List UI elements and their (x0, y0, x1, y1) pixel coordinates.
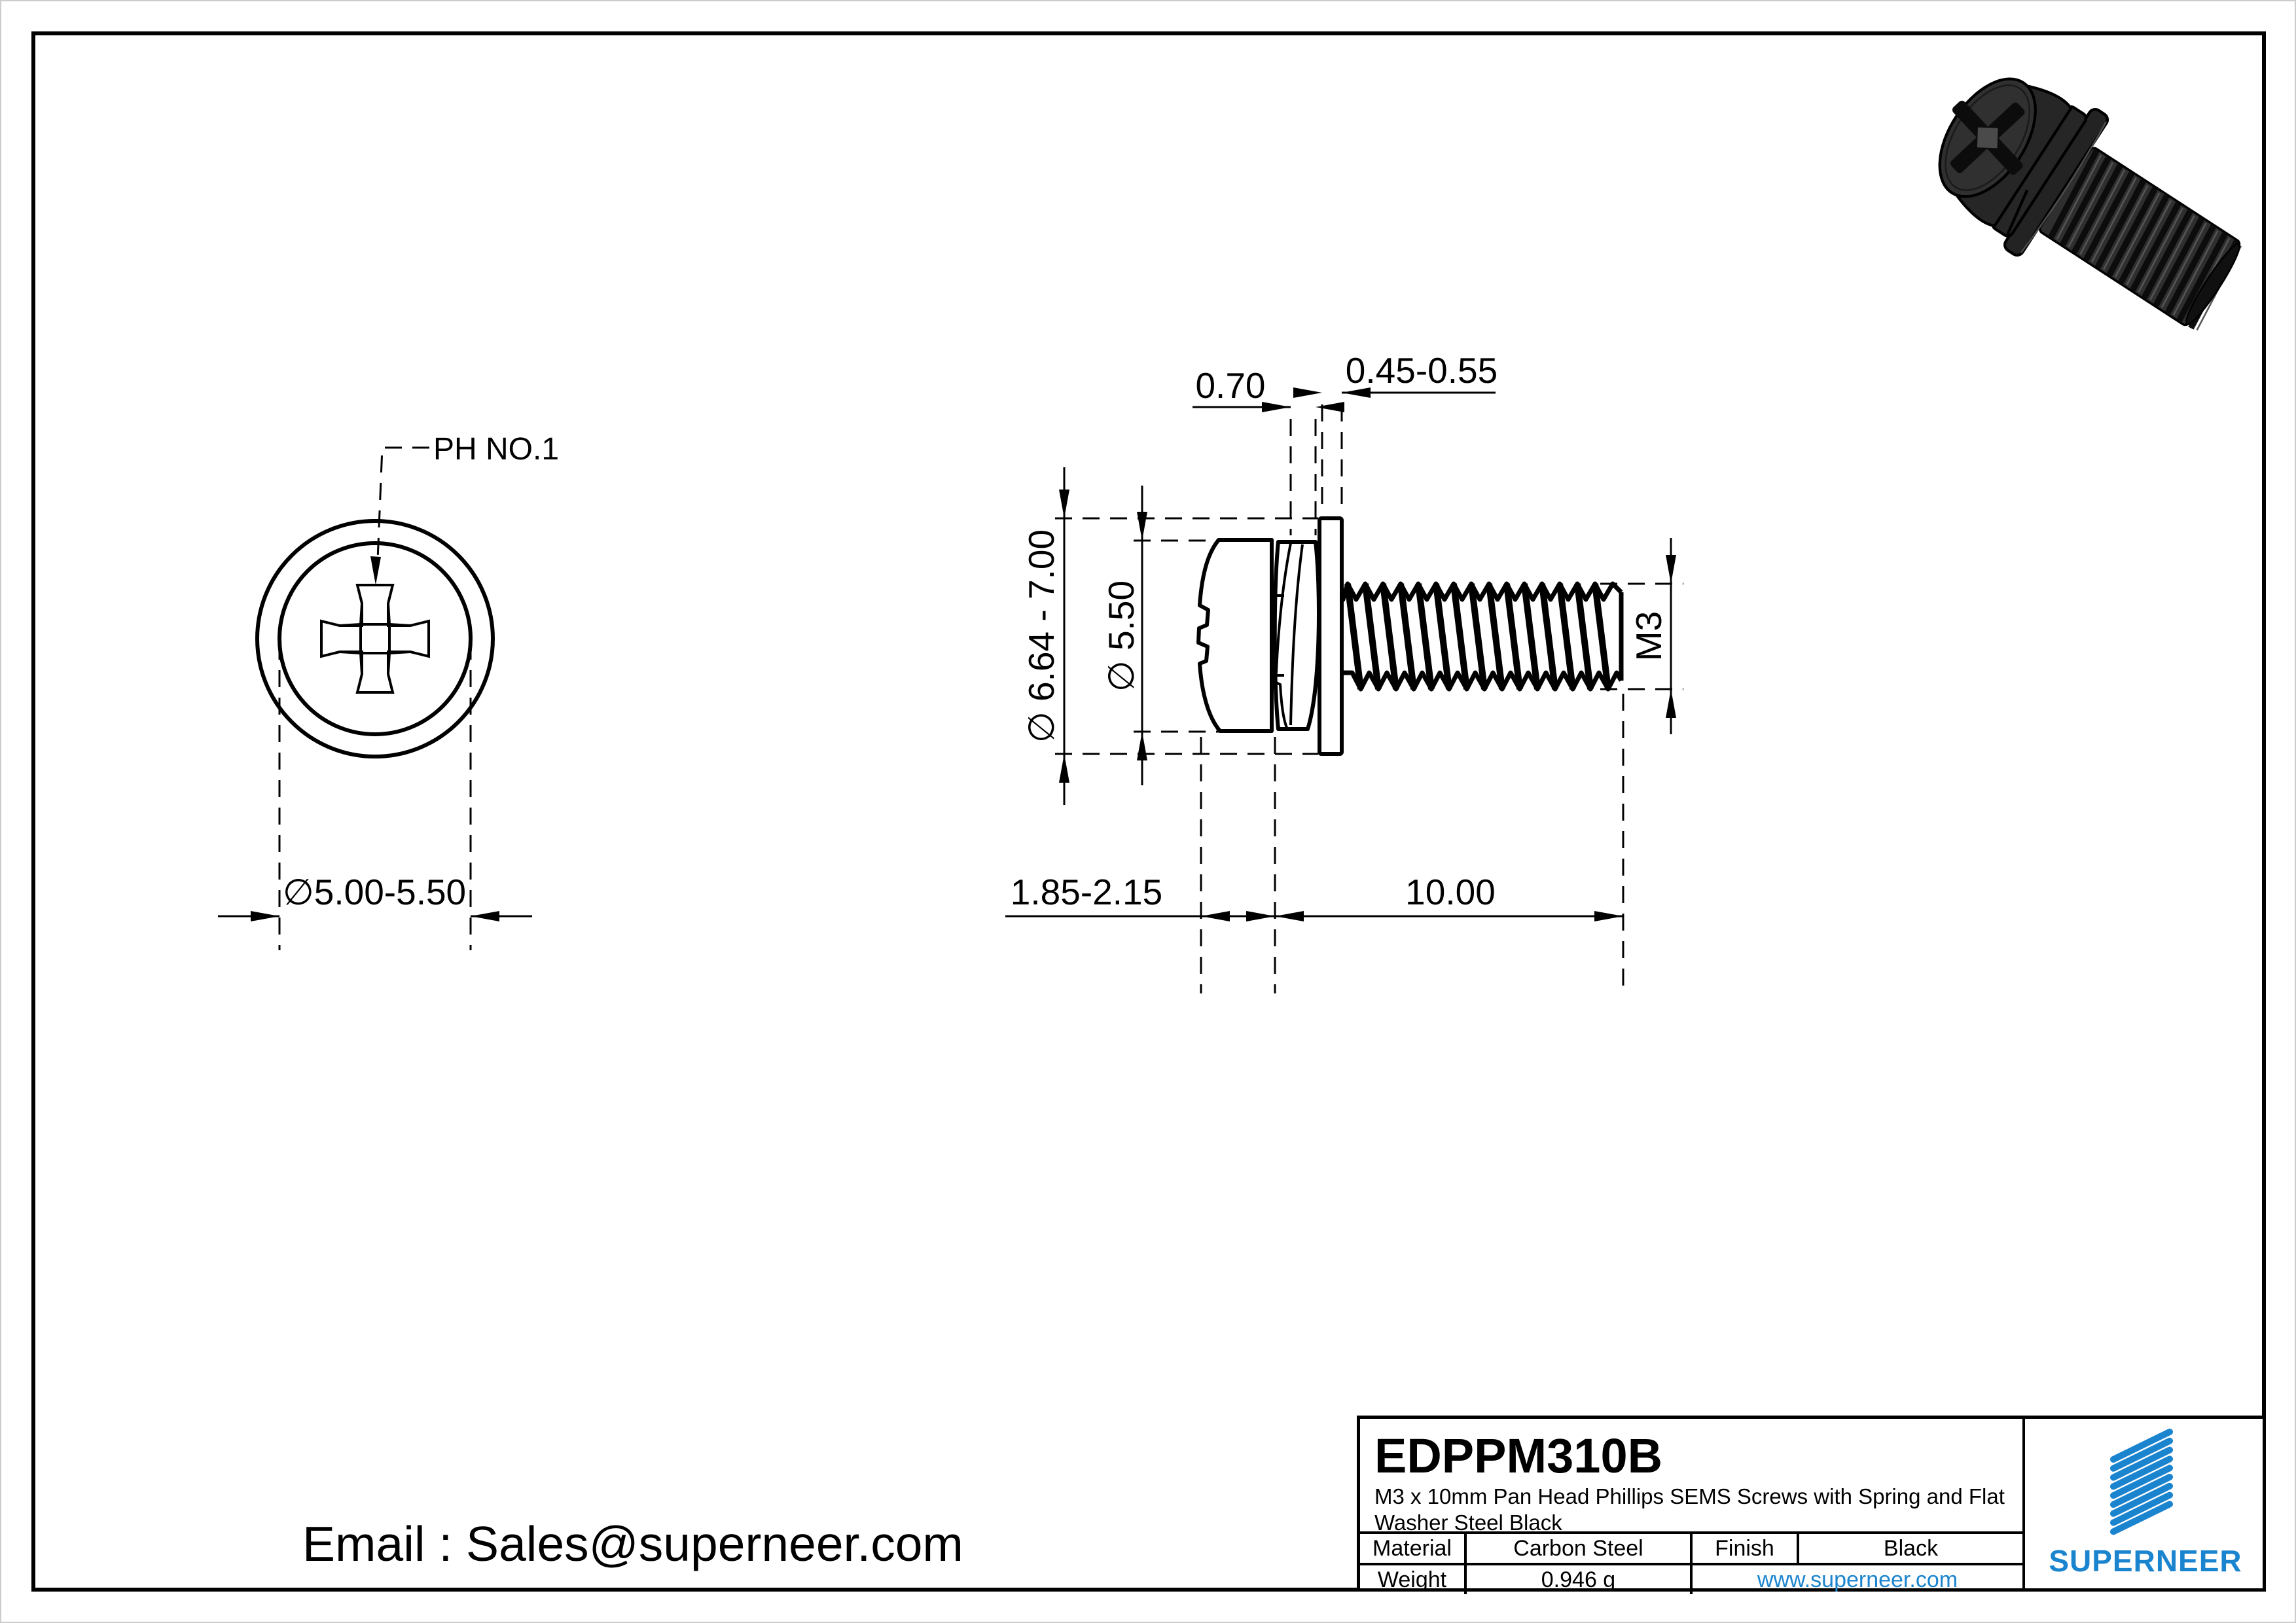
screw-3d-render (1938, 77, 2242, 330)
brand-logo-icon (2110, 1429, 2173, 1535)
part-number: EDPPM310B (1374, 1429, 1663, 1483)
spring-width-dim: 0.70 (1195, 365, 1265, 406)
weight-value: 0.946 g (1464, 1565, 1690, 1594)
weight-label: Weight (1377, 1567, 1447, 1592)
phillips-chamfer-lines (339, 603, 411, 675)
head-diameter-dim: ∅ 5.50 (1101, 580, 1141, 692)
side-view: ∅ 6.64 - 7.00 ∅ 5.50 M3 0.70 0.45-0.55 (1005, 350, 1683, 993)
spring-washer-split (1270, 543, 1292, 728)
finish-label: Finish (1690, 1534, 1797, 1563)
drawing-border-frame (31, 31, 2266, 1592)
spec-row-material: Material Carbon Steel Finish Black (1360, 1534, 2022, 1563)
render-spring-split (2005, 189, 2029, 236)
website-link[interactable]: www.superneer.com (1690, 1565, 2022, 1594)
part-description-line1: M3 x 10mm Pan Head Phillips SEMS Screws … (1374, 1484, 2005, 1508)
material-label: Material (1372, 1535, 1452, 1561)
spring-washer-inner-curve (1289, 544, 1304, 726)
contact-email: Email : Sales@superneer.com (302, 1516, 963, 1571)
thread-length-dim: 10.00 (1405, 872, 1496, 912)
pan-head-profile (1196, 538, 1274, 733)
brand-name: SUPERNEER (2049, 1544, 2242, 1578)
finish-value: Black (1797, 1534, 2022, 1563)
front-view: PH NO.1 ∅5.00-5.50 (218, 432, 559, 950)
ph-number-label: PH NO.1 (433, 432, 559, 467)
part-description-line2: Washer Steel Black (1374, 1510, 1562, 1535)
threaded-shank (1340, 581, 1624, 692)
phillips-cross-outline (320, 584, 430, 694)
render-phillips-cross (1950, 100, 2025, 175)
thread-spec-dim: M3 (1628, 611, 1669, 661)
ph-leader-line (376, 446, 429, 561)
front-diameter-dim: ∅5.00-5.50 (283, 872, 466, 912)
washer-outer-circle (255, 519, 495, 758)
washer-od-dim: ∅ 6.64 - 7.00 (1021, 529, 1062, 743)
head-circle (278, 541, 473, 736)
spec-table: Material Carbon Steel Finish Black Weigh… (1360, 1531, 2022, 1594)
title-block: EDPPM310B M3 x 10mm Pan Head Phillips SE… (1357, 1416, 2266, 1594)
material-value: Carbon Steel (1464, 1534, 1690, 1563)
flat-washer-profile (1318, 516, 1344, 756)
head-height-dim: 1.85-2.15 (1011, 872, 1162, 912)
render-thread-ridges (2048, 149, 2242, 330)
render-head-face-ring (1945, 84, 2031, 191)
brand-logo-cell: SUPERNEER (2022, 1419, 2266, 1592)
flat-thickness-dim: 0.45-0.55 (1346, 350, 1498, 391)
render-shank-end (2185, 243, 2241, 325)
ph-leader-arrow-icon (370, 556, 381, 585)
spec-row-weight: Weight 0.946 g www.superneer.com (1360, 1563, 2022, 1594)
render-flat-washer-highlight (2020, 121, 2107, 253)
phillips-center-square (359, 623, 391, 654)
